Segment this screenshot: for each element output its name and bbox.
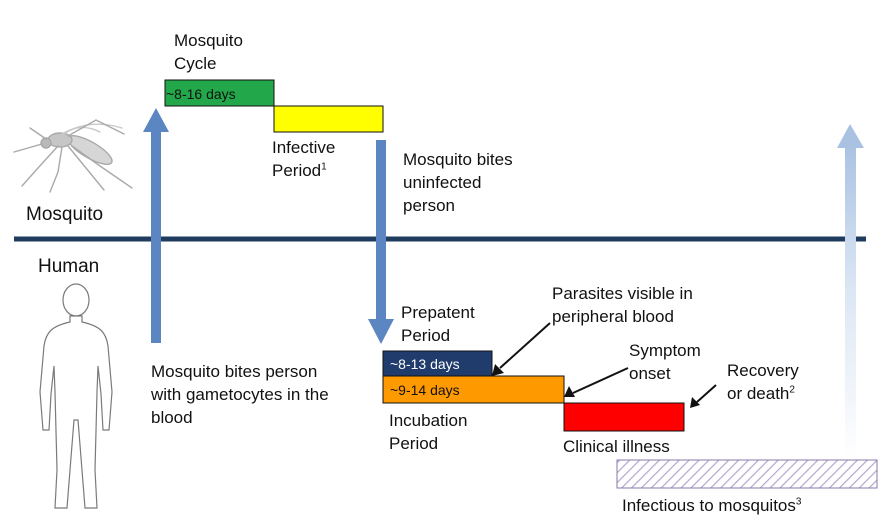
recovery-label-line2: or death2	[727, 382, 795, 405]
clinical-illness-box	[563, 402, 685, 432]
bites-uninfected-label-line2: uninfected	[403, 173, 482, 192]
infectious-label-text: Infectious to mosquitos	[622, 496, 796, 515]
bites-person-label-line3: blood	[151, 408, 193, 427]
incubation-period-box	[382, 375, 565, 404]
incubation-label-line1: Incubation	[389, 411, 468, 430]
bites-uninfected-label-line3: person	[403, 196, 455, 215]
prepatent-label-line2: Period	[401, 326, 451, 345]
parasites-visible-label-line2: peripheral blood	[552, 307, 674, 326]
prepatent-label-line1: Prepatent	[401, 303, 475, 322]
human-silhouette-icon	[39, 283, 113, 509]
prepatent-period-box	[382, 350, 493, 377]
up-arrow-icon	[143, 108, 169, 343]
human-side-label: Human	[38, 256, 100, 277]
faded-up-arrow-icon	[837, 124, 864, 460]
incubation-duration: ~9-14 days	[390, 382, 460, 398]
mosquito-cycle-label-line2: Cycle	[174, 54, 217, 73]
bites-person-label-line2: with gametocytes in the	[151, 385, 329, 404]
recovery-label-line1: Recovery	[727, 361, 799, 380]
infective-period-box	[273, 105, 384, 133]
mosquito-cycle-label-line1: Mosquito	[174, 31, 243, 50]
infective-period-label-text: Period	[272, 161, 322, 180]
mosquito-cycle-duration: ~8-16 days	[166, 86, 236, 102]
infectious-label: Infectious to mosquitos3	[622, 494, 801, 517]
bites-person-label-line1: Mosquito bites person	[151, 362, 318, 381]
incubation-label-line2: Period	[389, 434, 439, 453]
clinical-illness-label: Clinical illness	[563, 437, 670, 456]
mosquito-side-label: Mosquito	[26, 204, 104, 225]
down-arrow-icon	[368, 140, 394, 344]
infectious-period-box	[616, 459, 878, 489]
parasites-visible-label-line1: Parasites visible in	[552, 284, 693, 303]
pointer-arrows	[492, 322, 717, 408]
symptom-onset-label-line1: Symptom	[629, 341, 701, 360]
infective-period-label-line2: Period1	[272, 159, 327, 182]
mosquito-cycle-box	[164, 79, 275, 107]
infectious-footnote-marker: 3	[795, 496, 802, 508]
infective-footnote-marker: 1	[321, 161, 327, 173]
symptom-onset-label-line2: onset	[629, 364, 671, 383]
recovery-label-text: or death	[727, 384, 790, 403]
recovery-footnote-marker: 2	[789, 384, 795, 396]
infective-period-label-line1: Infective	[272, 138, 336, 157]
prepatent-duration: ~8-13 days	[390, 356, 460, 372]
bites-uninfected-label-line1: Mosquito bites	[403, 150, 513, 169]
mosquito-icon	[13, 119, 133, 193]
